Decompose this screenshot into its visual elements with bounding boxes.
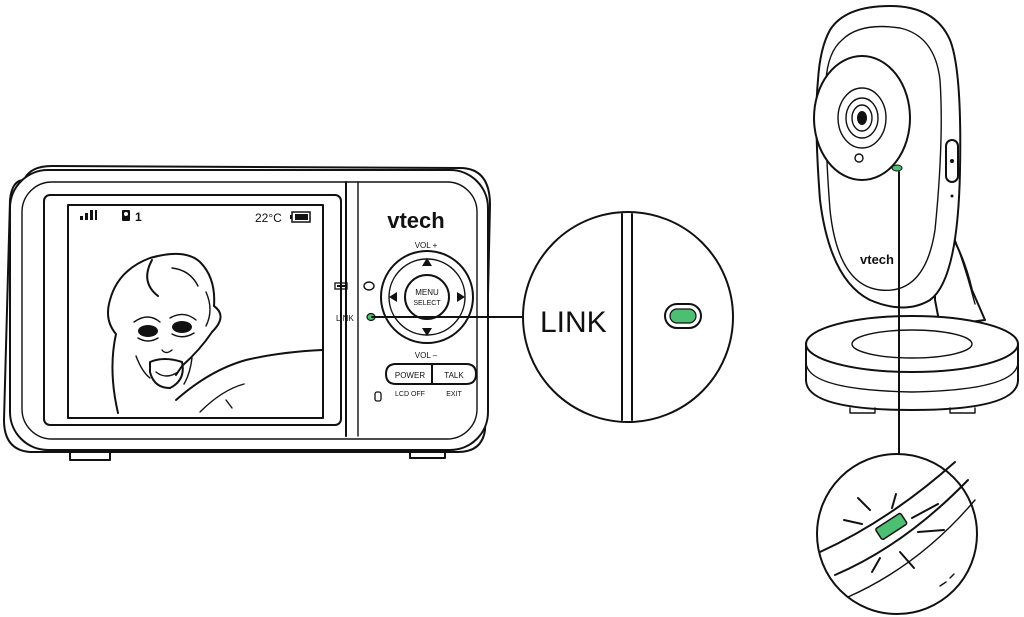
- talk-label: TALK: [444, 371, 464, 380]
- camera-led-large: [875, 512, 908, 541]
- power-button[interactable]: POWER: [385, 363, 433, 385]
- baby-illustration: [107, 252, 323, 414]
- camera-led-callout: [816, 171, 978, 615]
- link-label-large: LINK: [540, 306, 607, 339]
- menu-label: MENU: [415, 288, 439, 297]
- camera-number: 1: [135, 210, 142, 224]
- camera-unit: vtech: [805, 5, 1019, 414]
- camera-brand-logo: vtech: [860, 252, 894, 267]
- up-arrow-icon[interactable]: [422, 258, 432, 266]
- exit-label: EXIT: [446, 391, 462, 398]
- temperature-readout: 22°C: [255, 211, 282, 225]
- talk-button[interactable]: TALK: [431, 363, 477, 385]
- link-callout: LINK: [371, 211, 734, 423]
- vol-down-label: VOL –: [415, 351, 438, 360]
- microphone-icon: [374, 391, 382, 402]
- parent-brand-logo: vtech: [387, 208, 444, 233]
- camera-small-icon: [122, 210, 130, 221]
- parent-unit: 1 22°C: [3, 165, 491, 461]
- link-label-small: LINK: [336, 314, 354, 323]
- select-label: SELECT: [413, 300, 441, 307]
- down-arrow-icon[interactable]: [422, 328, 432, 336]
- light-sensor: [854, 153, 864, 163]
- battery-icon: [290, 211, 311, 223]
- navigation-pad[interactable]: MENU SELECT: [380, 250, 474, 344]
- left-arrow-icon[interactable]: [389, 292, 397, 302]
- signal-icon: [80, 210, 97, 220]
- lcd-screen: [67, 204, 324, 419]
- camera-link-led: [891, 164, 903, 172]
- right-arrow-icon[interactable]: [457, 292, 465, 302]
- power-label: POWER: [395, 371, 425, 380]
- link-led-large: [669, 308, 697, 324]
- battery-led: [363, 281, 375, 291]
- led-glow-lines: [843, 493, 945, 573]
- camera-lens: [813, 55, 911, 181]
- battery-led-icon: [334, 282, 348, 290]
- vol-up-label: VOL +: [415, 241, 438, 250]
- lcd-off-label: LCD OFF: [395, 391, 425, 398]
